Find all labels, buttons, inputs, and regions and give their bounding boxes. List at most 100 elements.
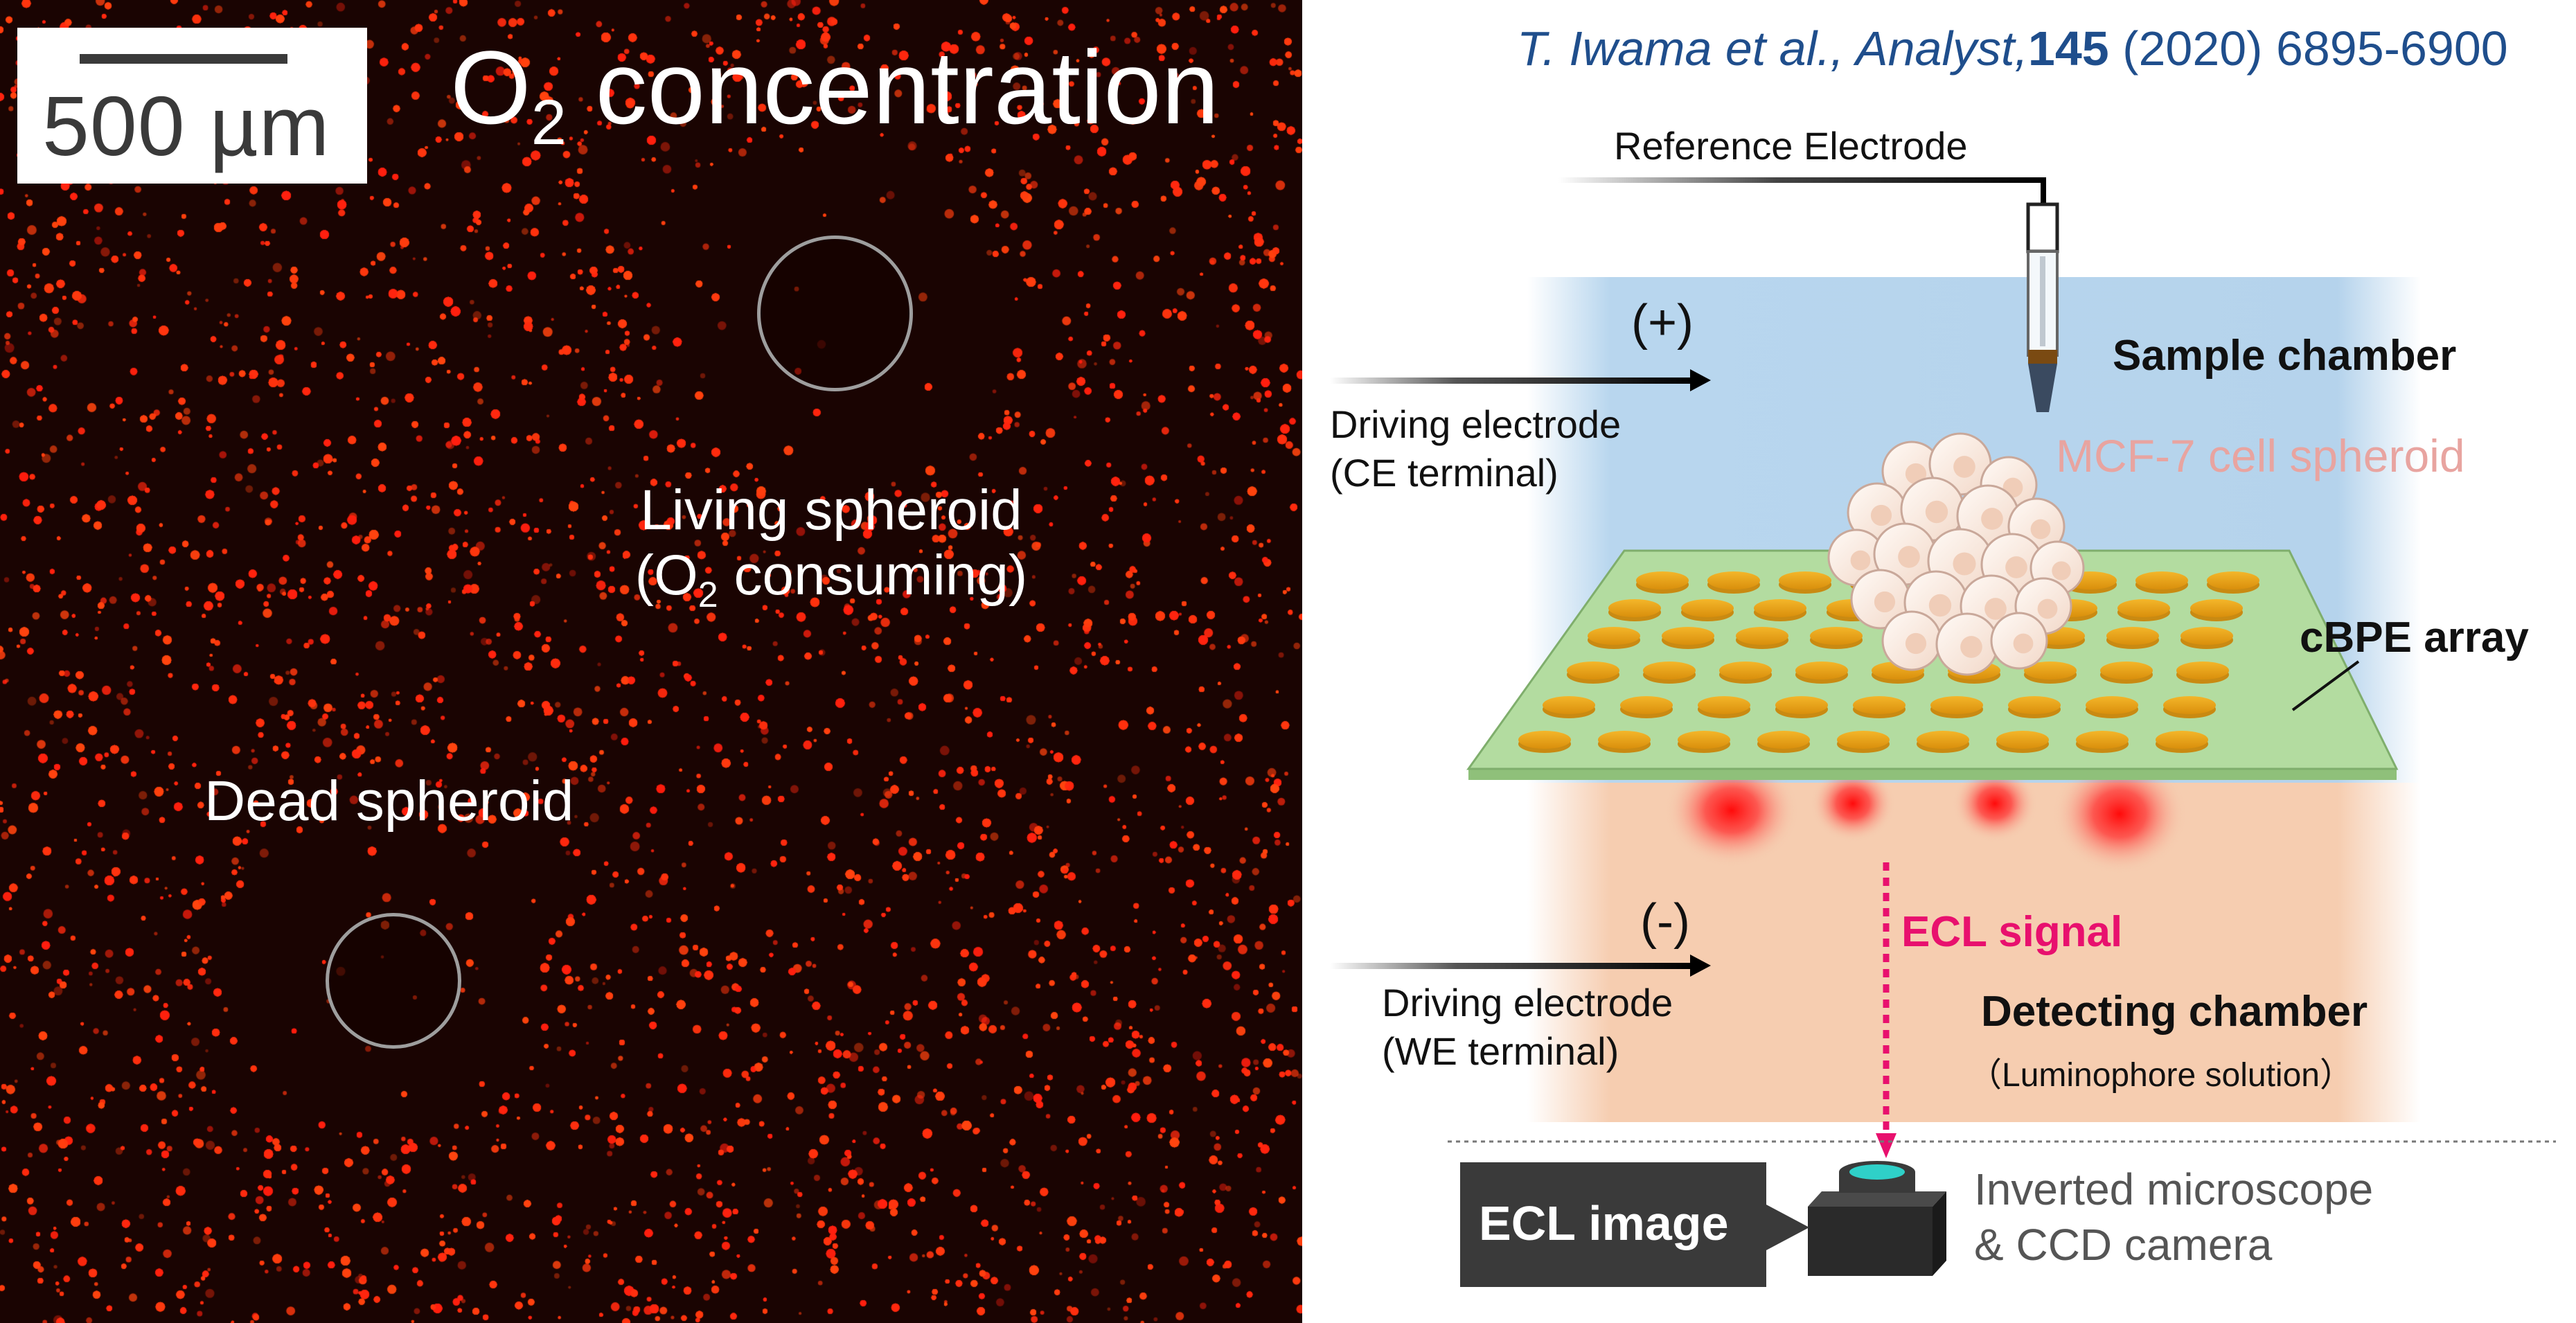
microscope-label-line2: & CCD camera	[1974, 1220, 2273, 1270]
electrode-pad	[1567, 662, 1619, 680]
plus-sign: (+)	[1631, 295, 1694, 350]
cell-nucleus	[2030, 519, 2051, 540]
cell-nucleus	[1928, 594, 1952, 617]
reference-wire	[1558, 177, 2046, 208]
electrode-pad	[2135, 571, 2188, 589]
electrode-pad	[2024, 662, 2077, 680]
cell-nucleus	[2037, 598, 2058, 619]
electrode-pad	[1736, 627, 1788, 645]
cell-nucleus	[1905, 632, 1927, 655]
luminophore-label: （Luminophore solution）	[1969, 1057, 2353, 1094]
minus-sign: (-)	[1640, 894, 1690, 950]
title-suffix: concentration	[566, 29, 1220, 145]
cell-nucleus	[1898, 546, 1920, 568]
detecting-chamber-label: Detecting chamber	[1981, 988, 2368, 1036]
electrode-pad	[1681, 599, 1734, 617]
driving-electrode-ce-line2: (CE terminal)	[1330, 451, 1558, 495]
living-label-line2: (O2 consuming)	[634, 544, 1028, 615]
electrode-pad	[1930, 696, 1983, 714]
cell-nucleus	[1984, 598, 2007, 620]
electrode-pad	[1917, 731, 1969, 749]
electrode-pad	[2156, 731, 2208, 749]
electrode-pad	[2100, 662, 2153, 680]
reference-electrode	[2026, 202, 2059, 412]
driving-electrode-ce-line1: Driving electrode	[1330, 402, 1622, 446]
electrode-pad	[1598, 731, 1651, 749]
electrode-pad	[1608, 599, 1661, 617]
we-arrow	[1330, 954, 1711, 977]
cell-nucleus	[2013, 633, 2034, 654]
scale-bar	[80, 54, 287, 64]
ecl-image-pointer	[1765, 1204, 1809, 1251]
mcf7-spheroid	[1827, 432, 2085, 676]
electrode-pad	[2008, 696, 2061, 714]
mcf7-label: MCF-7 cell spheroid	[2056, 430, 2465, 481]
ecl-image-label: ECL image	[1479, 1196, 1729, 1250]
electrode-pad	[1707, 571, 1760, 589]
electrode-pad	[2076, 731, 2129, 749]
cell-nucleus	[2052, 561, 2071, 580]
electrode-pad	[1719, 662, 1772, 680]
camera-icon	[1808, 1161, 1946, 1276]
driving-electrode-we-line1: Driving electrode	[1382, 981, 1673, 1024]
electrode-pad	[1757, 731, 1810, 749]
electrode-pad	[1810, 627, 1863, 645]
cbpe-leader-line	[2291, 660, 2360, 711]
dead-spheroid-label: Dead spheroid	[204, 770, 574, 833]
driving-electrode-we-line2: (WE terminal)	[1382, 1029, 1619, 1073]
cell-nucleus	[1925, 500, 1948, 524]
citation-volume: 145	[2027, 21, 2109, 76]
sample-chamber-label: Sample chamber	[2113, 332, 2457, 380]
ecl-glows	[1666, 755, 2185, 873]
citation: T. Iwama et al., Analyst,145 (2020) 6895…	[1517, 21, 2508, 76]
electrode-pad	[2190, 599, 2243, 617]
citation-authors: T. Iwama et al., Analyst,	[1517, 21, 2028, 76]
title-subscript: 2	[531, 87, 567, 158]
micrograph-title: O2 concentration	[450, 28, 1219, 159]
electrode-pad	[2086, 696, 2138, 714]
cell-nucleus	[1850, 550, 1871, 571]
electrode-pad	[1775, 696, 1828, 714]
electrode-pad	[1588, 627, 1640, 645]
electrode-pad	[1795, 662, 1848, 680]
electrode-pad	[1678, 731, 1730, 749]
electrode-pad	[1698, 696, 1750, 714]
fluorescence-dots	[0, 0, 1302, 1323]
cell-nucleus	[1960, 636, 1982, 658]
electrode-pad	[2106, 627, 2159, 645]
living-label-line1: Living spheroid	[640, 479, 1022, 542]
ecl-signal-label: ECL signal	[1901, 908, 2123, 956]
electrode-pad	[1996, 731, 2049, 749]
electrode-pad	[1620, 696, 1673, 714]
reference-electrode-label: Reference Electrode	[1614, 124, 1968, 168]
electrode-pad	[2117, 599, 2170, 617]
living-spheroid-label: Living spheroid (O2 consuming)	[623, 478, 1039, 616]
cell-nucleus	[2005, 556, 2027, 578]
cell-nucleus	[1953, 456, 1975, 478]
electrode-pad	[2163, 696, 2216, 714]
title-prefix: O	[450, 29, 531, 145]
electrode-pad	[1543, 696, 1595, 714]
cell-nucleus	[1953, 552, 1976, 576]
electrode-pad	[2180, 627, 2233, 645]
electrode-pad	[1518, 731, 1571, 749]
cbpe-array-label: cBPE array	[2300, 614, 2529, 662]
oxygen-micrograph: 500 µm O2 concentration Living spheroid …	[0, 0, 1302, 1323]
citation-pages: (2020) 6895-6900	[2108, 21, 2508, 76]
electrode-pad	[2207, 571, 2259, 589]
ecl-image-box	[1460, 1162, 1766, 1287]
electrode-pad	[1636, 571, 1689, 589]
dead-spheroid-circle	[326, 913, 461, 1049]
cell-nucleus	[1870, 504, 1892, 526]
cell-nucleus	[1874, 591, 1896, 613]
electrode-pad	[1754, 599, 1806, 617]
electrode-pad	[1643, 662, 1696, 680]
scale-bar-label: 500 µm	[42, 79, 330, 173]
electrode-pad	[1779, 571, 1831, 589]
ecl-signal-arrow	[1876, 862, 1897, 1158]
ce-arrow	[1330, 369, 1711, 391]
cell-nucleus	[1981, 508, 2003, 530]
electrode-pad	[1837, 731, 1890, 749]
electrode-pad	[1662, 627, 1714, 645]
